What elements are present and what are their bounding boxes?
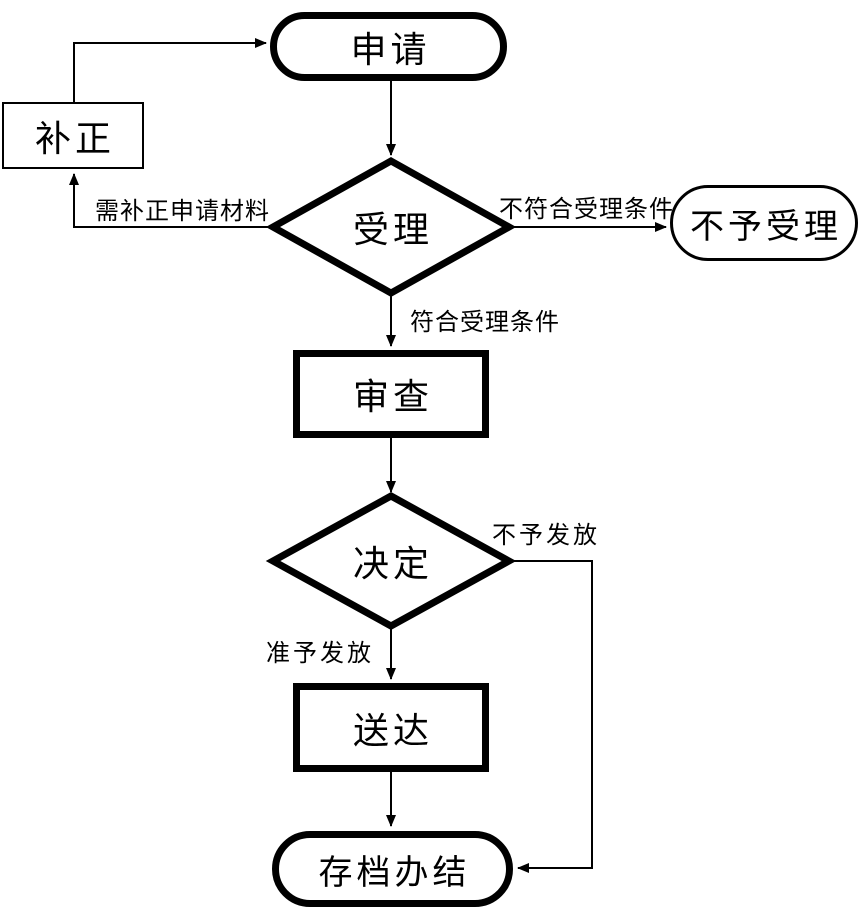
node-reject-label: 不予受理 (690, 208, 842, 246)
node-apply: 申请 (270, 12, 507, 81)
node-accept-label: 受理 (352, 210, 433, 250)
node-decision-label: 决定 (352, 544, 433, 584)
node-decision-diamond (265, 492, 517, 630)
edge-decision-to-archive (509, 560, 593, 873)
node-apply-label: 申请 (350, 29, 431, 70)
edge-label-need-correction: 需补正申请材料 (95, 199, 270, 225)
node-review: 审查 (293, 350, 489, 438)
node-archive-label: 存档办结 (318, 854, 471, 892)
node-deliver-label: 送达 (352, 710, 433, 751)
edge-label-not-meet-conditions: 不符合受理条件 (499, 197, 674, 223)
node-correction: 补正 (2, 102, 144, 169)
node-deliver: 送达 (293, 683, 489, 772)
node-accept-diamond (265, 156, 517, 298)
node-review-label: 审查 (352, 377, 433, 417)
edge-correction-to-apply (73, 38, 267, 102)
node-correction-label: 补正 (34, 118, 115, 159)
node-archive: 存档办结 (272, 831, 513, 907)
node-reject: 不予受理 (670, 185, 858, 261)
edge-accept-to-correction (69, 173, 273, 228)
edge-label-meet-conditions: 符合受理条件 (410, 310, 560, 336)
edge-label-issue: 准予发放 (266, 641, 374, 667)
edge-label-not-issue: 不予发放 (492, 523, 600, 549)
